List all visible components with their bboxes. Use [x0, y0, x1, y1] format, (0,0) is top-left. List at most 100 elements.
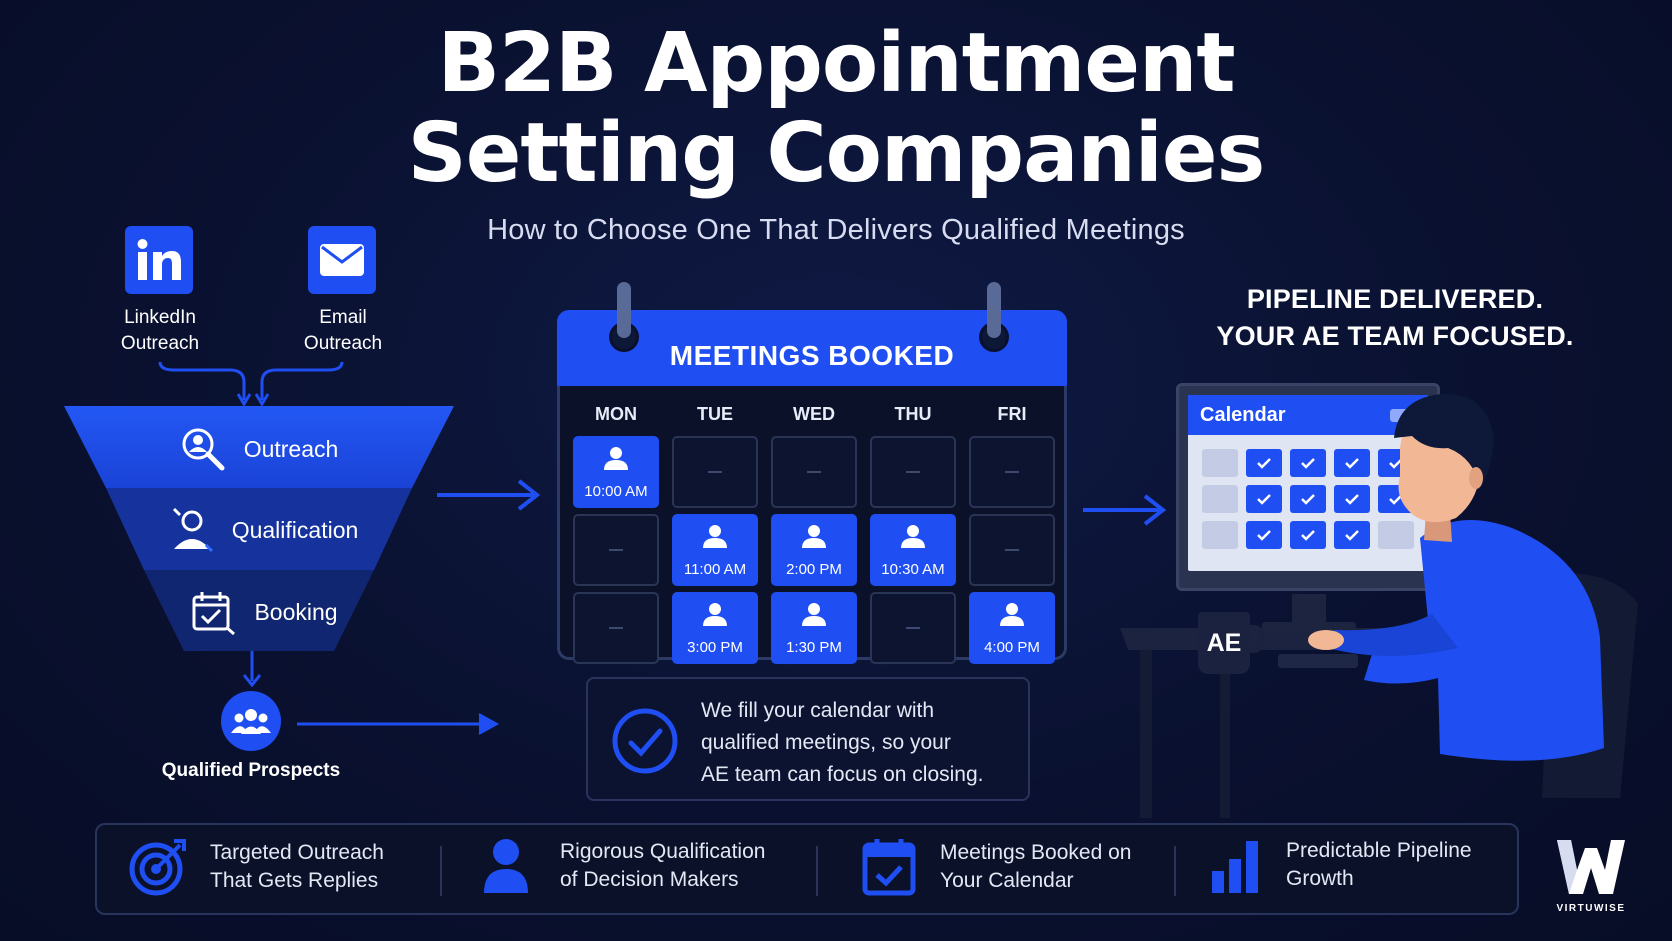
empty-slot-dash: [708, 471, 722, 473]
mini-check-icon: [1334, 521, 1370, 549]
tagline-line2: YOUR AE TEAM FOCUSED.: [1216, 321, 1574, 351]
page-subtitle: How to Choose One That Delivers Qualifie…: [487, 214, 1185, 246]
mini-check-icon: [1290, 449, 1326, 477]
booked-meeting-slot: 2:00 PM: [771, 514, 857, 586]
benefit-text: Rigorous Qualification of Decision Maker…: [560, 838, 765, 894]
meeting-time: 1:30 PM: [786, 638, 842, 656]
benefit-rigorous-qualification: Rigorous Qualification of Decision Maker…: [482, 837, 765, 895]
monitor-calendar-title: Calendar: [1200, 403, 1286, 426]
meeting-time: 10:30 AM: [881, 560, 945, 578]
day-label-tue: TUE: [697, 404, 733, 424]
funnel-shape: [64, 406, 454, 651]
meeting-time: 4:00 PM: [984, 638, 1040, 656]
benefit-line: Targeted Outreach: [210, 841, 384, 864]
benefit-divider: [440, 846, 442, 896]
linkedin-label-line2: Outreach: [120, 333, 200, 354]
funnel-down-arrow: [242, 651, 262, 688]
mini-empty-cell: [1202, 449, 1238, 477]
group-icon: [221, 691, 281, 751]
person-icon: [702, 523, 728, 553]
person-icon: [172, 507, 213, 553]
benefits-strip: [95, 823, 1519, 915]
virtuwise-logo-text: VIRTUWISE: [1556, 903, 1626, 914]
empty-slot-dash: [1005, 471, 1019, 473]
funnel-stage-label: Booking: [254, 598, 338, 625]
meeting-time: 10:00 AM: [584, 482, 648, 500]
funnel-stage-qualification: Qualification: [146, 504, 382, 556]
benefit-text: Meetings Booked on Your Calendar: [940, 839, 1131, 895]
funnel-stage-label: Outreach: [243, 435, 339, 462]
mini-check-icon: [1246, 485, 1282, 513]
empty-slot: [969, 436, 1055, 508]
person-icon: [900, 523, 926, 553]
funnel-to-calendar-arrow: [437, 479, 541, 511]
envelope-icon: [308, 226, 376, 294]
page-title-line1: B2B Appointment: [437, 16, 1235, 111]
mini-check-icon: [1246, 521, 1282, 549]
statement-line: AE team can focus on closing.: [701, 763, 984, 786]
empty-slot: [870, 592, 956, 664]
empty-slot: [672, 436, 758, 508]
day-label-thu: THU: [894, 404, 932, 424]
qualified-prospects-label: Qualified Prospects: [161, 760, 341, 781]
person-icon: [484, 839, 528, 893]
email-channel: [308, 226, 376, 294]
funnel-stage-outreach: Outreach: [106, 424, 412, 474]
person-icon: [702, 601, 728, 631]
benefit-predictable-pipeline: Predictable Pipeline Growth: [1210, 837, 1472, 893]
keyboard: [1278, 654, 1358, 668]
calendar-ring: [987, 282, 1001, 338]
monitor-stand: [1292, 594, 1326, 624]
benefit-divider: [816, 846, 818, 896]
meetings-calendar-header: MEETINGS BOOKED: [557, 310, 1067, 388]
benefit-text: Targeted Outreach That Gets Replies: [210, 839, 384, 895]
monitor-base: [1262, 622, 1356, 630]
mini-empty-cell: [1202, 485, 1238, 513]
tagline-line1: PIPELINE DELIVERED.: [1246, 284, 1544, 314]
bar-chart-icon: [1212, 841, 1258, 893]
virtuwise-logo-mark: [1557, 840, 1625, 894]
monitor-calendar-header: Calendar: [1188, 395, 1428, 435]
value-statement-text: We fill your calendar with qualified mee…: [701, 695, 1021, 791]
meeting-time: 2:00 PM: [786, 560, 842, 578]
booked-meeting-slot: 10:00 AM: [573, 436, 659, 508]
calendar-check-icon: [192, 592, 236, 635]
empty-slot-dash: [609, 549, 623, 551]
benefit-line: Predictable Pipeline: [1286, 839, 1472, 862]
linkedin-channel: [125, 226, 193, 294]
benefit-meetings-booked: Meetings Booked on Your Calendar: [862, 837, 1131, 897]
person-icon: [801, 523, 827, 553]
booked-meeting-slot: 1:30 PM: [771, 592, 857, 664]
calendar-day-labels: MON TUE WED THU FRI: [573, 404, 1055, 425]
booked-meeting-slot: 11:00 AM: [672, 514, 758, 586]
virtuwise-logo: VIRTUWISE: [1550, 838, 1632, 914]
calendar-ring: [617, 282, 631, 338]
empty-slot-dash: [906, 471, 920, 473]
benefit-divider: [1174, 846, 1176, 896]
funnel-stage-label: Qualification: [231, 516, 359, 543]
mini-check-icon: [1334, 449, 1370, 477]
check-circle-icon: [612, 708, 678, 774]
mini-empty-cell: [1378, 521, 1414, 549]
monitor: Calendar: [1176, 383, 1440, 591]
calendar-to-monitor-arrow: [1083, 494, 1167, 526]
benefit-line: Meetings Booked on: [940, 841, 1132, 864]
email-channel-label: Email Outreach: [283, 305, 403, 357]
calendar-day-column: 10:30 AM: [870, 436, 956, 664]
target-icon: [129, 839, 186, 896]
day-label-wed: WED: [793, 404, 835, 424]
linkedin-label-line1: LinkedIn: [124, 307, 196, 328]
page-title-line2: Setting Companies: [407, 106, 1266, 201]
empty-slot-dash: [807, 471, 821, 473]
empty-slot-dash: [609, 627, 623, 629]
monitor-screen: Calendar: [1188, 395, 1428, 571]
booked-meeting-slot: 10:30 AM: [870, 514, 956, 586]
empty-slot-dash: [1005, 549, 1019, 551]
linkedin-channel-label: LinkedIn Outreach: [100, 305, 220, 357]
empty-slot-dash: [906, 627, 920, 629]
calendar-day-column: 2:00 PM 1:30 PM: [771, 436, 857, 664]
ae-mug: AE: [1198, 612, 1250, 674]
email-label-line2: Outreach: [303, 333, 383, 354]
person-icon: [999, 601, 1025, 631]
